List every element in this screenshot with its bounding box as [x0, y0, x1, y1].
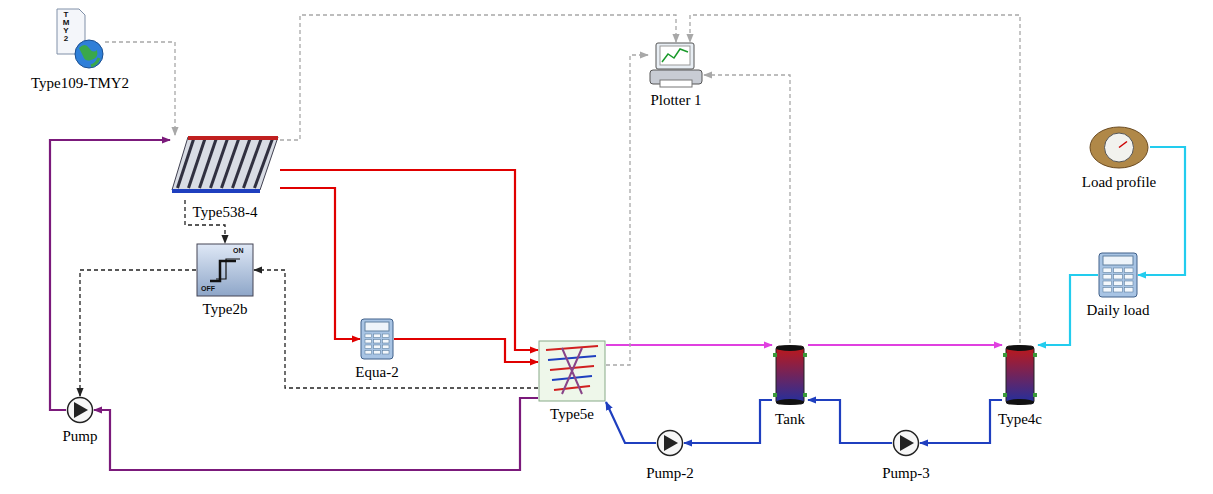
flow-connector: [1138, 147, 1185, 275]
calc-icon: [360, 318, 394, 360]
flow-connector: [606, 55, 648, 365]
component-label: Type538-4: [193, 204, 258, 220]
component-label: Pump: [62, 428, 97, 444]
component-label: Plotter 1: [650, 92, 701, 108]
tank-component: Type4c: [1002, 343, 1038, 407]
flow-connector: [50, 140, 170, 410]
flow-connector: [280, 188, 360, 339]
flow-connector: [394, 339, 538, 362]
pump-component: Pump: [66, 396, 94, 424]
calc-component: Equa-2: [360, 318, 394, 360]
pump-icon: [656, 429, 684, 457]
pump-icon: [66, 396, 94, 424]
tank-icon: [1002, 343, 1038, 407]
meter-component: Load profile: [1088, 125, 1150, 170]
component-label: Tank: [775, 411, 805, 427]
flow-connector: [606, 344, 772, 346]
flow-connector: [80, 270, 196, 396]
weather-component: Type109-TMY2: [55, 8, 105, 70]
component-label: Pump-2: [646, 465, 694, 481]
tank-icon: [772, 343, 808, 407]
component-label: Pump-3: [882, 465, 930, 481]
collector-icon: [170, 135, 280, 200]
meter-icon: [1088, 125, 1150, 170]
pump-icon: [892, 429, 920, 457]
calc-component: Daily load: [1098, 252, 1138, 298]
pump-component: Pump-2: [656, 429, 684, 457]
component-label: Load profile: [1082, 174, 1157, 190]
icon-text: OFF: [201, 285, 215, 292]
flow-connector: [254, 270, 538, 388]
calc-icon: [1098, 252, 1138, 298]
hx-component: Type5e: [538, 340, 606, 402]
component-label: Type4c: [998, 411, 1042, 427]
flow-connector: [280, 15, 676, 140]
flow-connector: [704, 75, 790, 343]
component-label: Type5e: [550, 406, 594, 422]
flow-connector: [94, 398, 538, 470]
flow-connector: [690, 15, 1020, 343]
flow-connector: [280, 170, 538, 350]
tank-component: Tank: [772, 343, 808, 407]
component-label: Equa-2: [355, 364, 398, 380]
flow-connector: [808, 400, 892, 443]
collector-component: Type538-4: [170, 135, 280, 200]
plotter-icon: [648, 42, 704, 88]
flow-connector: [684, 400, 772, 443]
weather-icon: [55, 8, 105, 70]
component-label: Type109-TMY2: [31, 75, 129, 91]
flow-connector: [606, 402, 656, 443]
flow-connector: [808, 344, 1002, 346]
component-label: Daily load: [1087, 302, 1150, 318]
plotter-component: Plotter 1: [648, 42, 704, 88]
component-label: Type2b: [203, 301, 248, 317]
icon-text: TMY2: [62, 11, 70, 43]
hx-icon: [538, 340, 606, 402]
pump-component: Pump-3: [892, 429, 920, 457]
flow-connector: [920, 400, 1002, 443]
icon-text: ON: [233, 247, 244, 254]
